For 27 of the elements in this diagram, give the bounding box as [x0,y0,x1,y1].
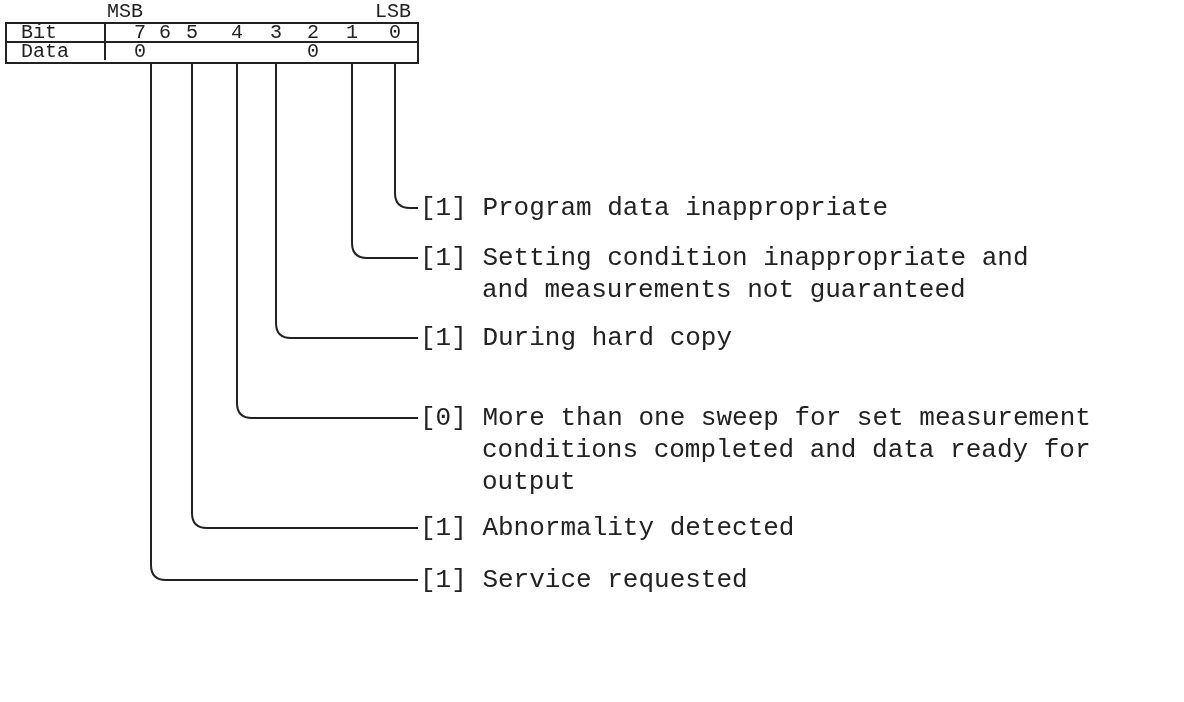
bit-description: [1] Abnormality detected [420,512,940,544]
leader-line [275,63,419,339]
row-header: Bit [21,22,57,44]
lsb-label: LSB [375,1,411,23]
register-table [5,22,419,64]
leader-line [236,63,419,419]
bit-value: 0 [307,41,319,63]
bit-number: 6 [159,22,171,44]
msb-label: MSB [107,1,143,23]
bit-number: 2 [307,22,319,44]
bit-number: 4 [231,22,243,44]
bit-number: 1 [346,22,358,44]
leader-line [351,63,419,259]
bit-value: 0 [134,41,146,63]
leader-line [191,63,419,529]
row-header: Data [21,41,69,63]
bit-description: [1] Setting condition inappropriate and and measurements not guaranteed [420,242,1060,306]
bit-description: [1] Service requested [420,564,940,596]
bit-description: [1] During hard copy [420,322,940,354]
leader-line [150,63,419,581]
bit-number: 3 [270,22,282,44]
bit-number: 0 [389,22,401,44]
bit-description: [0] More than one sweep for set measurement conditions completed and data ready for output [420,402,1180,498]
bit-number: 5 [186,22,198,44]
bit-description: [1] Program data inappropriate [420,192,940,224]
bit-number: 7 [134,22,146,44]
leader-line [394,63,419,209]
